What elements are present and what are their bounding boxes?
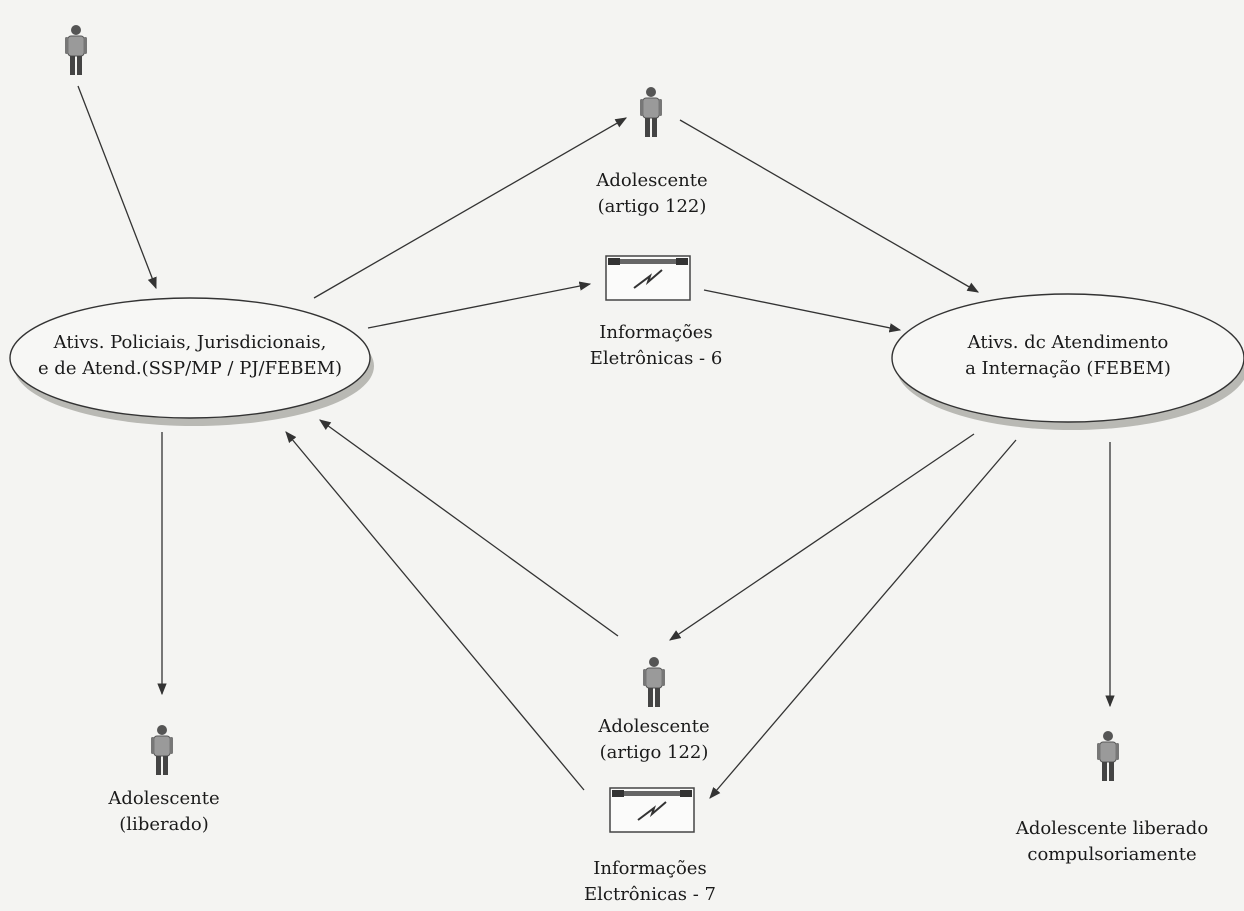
- actor-adolescente-artigo-122-bottom[interactable]: Adolescente (artigo 122): [597, 656, 710, 763]
- edge-actor-top-mid-to-right-process: [679, 119, 980, 293]
- edge-left-process-to-actor-top-mid: [313, 117, 628, 299]
- actor-label-line1: Adolescente: [595, 170, 707, 191]
- actor-adolescente-liberado[interactable]: Adolescente (liberado): [107, 724, 220, 835]
- actor-label-line2: compulsoriamente: [1027, 844, 1196, 865]
- edge-left-process-to-info-top: [367, 281, 592, 329]
- actor-label-line1: Adolescente: [597, 716, 709, 737]
- process-policiais-jurisdicionais[interactable]: Ativs. Policiais, Jurisdicionais, e de A…: [9, 297, 374, 426]
- process-label-line1: Ativs. Policiais, Jurisdicionais,: [53, 332, 327, 353]
- actor-label-line1: Adolescente: [107, 788, 219, 809]
- electronic-info-icon: [605, 255, 691, 301]
- info-label-line2: Eletrônicas - 6: [590, 348, 723, 369]
- actor-label-line2: (artigo 122): [600, 742, 709, 763]
- edge-right-process-to-info-bottom: [709, 439, 1017, 799]
- edge-info-top-to-right-process: [703, 289, 902, 333]
- process-atendimento-internacao[interactable]: Ativs. dc Atendimento a Internação (FEBE…: [891, 293, 1244, 430]
- person-icon: [1096, 730, 1120, 782]
- actor-adolescente-liberado-compulsoriamente[interactable]: Adolescente liberado compulsoriamente: [1015, 730, 1208, 865]
- person-icon: [642, 656, 666, 708]
- actor-label-line1: Adolescente liberado: [1015, 818, 1208, 839]
- info-label-line1: Informações: [599, 322, 712, 343]
- person-icon: [64, 24, 88, 76]
- person-icon: [639, 86, 663, 138]
- edge-right-process-to-actor-bottom-mid: [669, 433, 975, 641]
- ellipse-shape: [9, 297, 371, 419]
- process-label-line2: a Internação (FEBEM): [965, 358, 1171, 379]
- informacoes-eletronicas-6[interactable]: Informações Eletrônicas - 6: [590, 255, 723, 369]
- edge-actor-bottom-mid-to-left-process: [319, 419, 619, 637]
- edge-info-bottom-to-left-process: [285, 431, 585, 791]
- info-label-line2: Elctrônicas - 7: [584, 884, 716, 905]
- edge-actor-top-to-left-process: [77, 85, 157, 290]
- ellipse-shape: [891, 293, 1244, 423]
- actor-top-left[interactable]: [64, 24, 88, 76]
- process-label-line1: Ativs. dc Atendimento: [967, 332, 1169, 353]
- info-label-line1: Informações: [593, 858, 706, 879]
- electronic-info-icon: [609, 787, 695, 833]
- actor-label-line2: (liberado): [119, 814, 208, 835]
- informacoes-eletronicas-7[interactable]: Informações Elctrônicas - 7: [584, 787, 716, 905]
- person-icon: [150, 724, 174, 776]
- process-label-line2: e de Atend.(SSP/MP / PJ/FEBEM): [38, 358, 342, 379]
- actor-adolescente-artigo-122-top[interactable]: Adolescente (artigo 122): [595, 86, 708, 217]
- actor-label-line2: (artigo 122): [598, 196, 707, 217]
